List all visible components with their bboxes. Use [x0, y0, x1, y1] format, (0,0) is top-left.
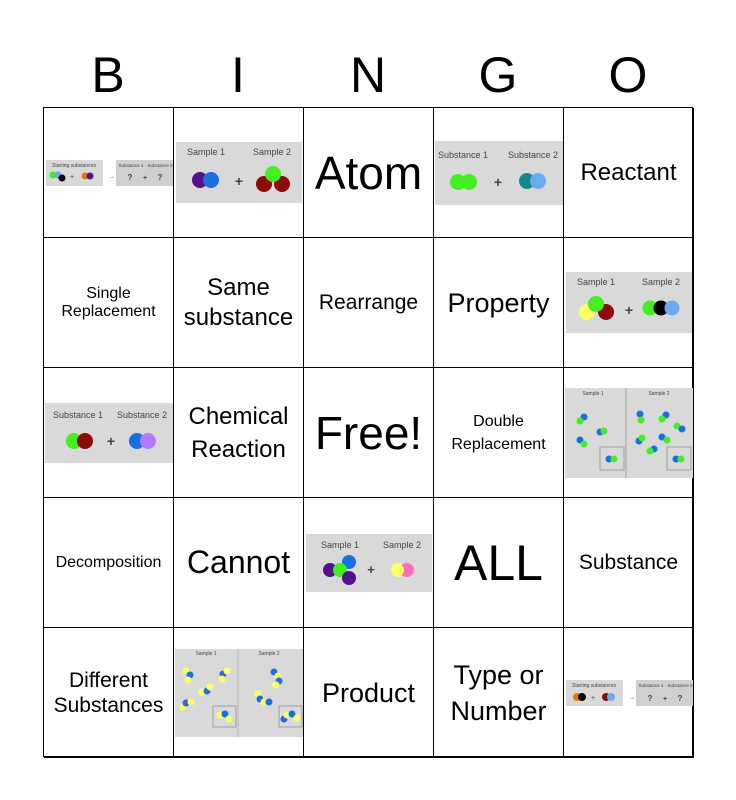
svg-text:?: ? [157, 173, 162, 182]
substance-image: Substance 1 Substance 2 + [434, 140, 563, 205]
header-letter-b: B [91, 47, 125, 103]
svg-text:Substance 1: Substance 1 [638, 683, 664, 688]
svg-text:Sample 1: Sample 1 [186, 147, 224, 157]
reaction-image: Starting substances + → Substance 1 Subs… [45, 159, 173, 186]
bingo-cell-r2c4[interactable]: Property [434, 238, 564, 368]
bingo-cell-r2c1[interactable]: Single Replacement [44, 238, 174, 368]
svg-text:→: → [109, 174, 115, 180]
bingo-cell-r3c4[interactable]: Double Replacement [434, 368, 564, 498]
bingo-cell-r1c4[interactable]: Substance 1 Substance 2 + [434, 108, 564, 238]
svg-text:Substance 1: Substance 1 [437, 150, 487, 160]
svg-text:?: ? [647, 694, 652, 703]
svg-text:Sample 1: Sample 1 [195, 651, 216, 657]
svg-text:Substance 1: Substance 1 [52, 410, 102, 420]
header-letter-g: G [478, 47, 518, 103]
svg-text:Substance 2: Substance 2 [507, 150, 557, 160]
svg-text:+: + [662, 696, 666, 703]
svg-text:+: + [493, 174, 501, 190]
atoms-diagram-image: Sample 1 Sample 2 [564, 387, 693, 478]
bingo-cell-r1c5[interactable]: Reactant [564, 108, 694, 238]
bingo-cell-r4c2[interactable]: Cannot [174, 498, 304, 628]
header-letter-n: N [349, 47, 387, 103]
svg-text:+: + [142, 175, 146, 182]
bingo-cell-r4c4[interactable]: ALL [434, 498, 564, 628]
svg-text:Sample 1: Sample 1 [576, 277, 614, 287]
header-letter-o: O [608, 47, 648, 103]
sample-image: Sample 1 Sample 2 + [305, 533, 432, 592]
bingo-board: Starting substances + → Substance 1 Subs… [43, 107, 694, 758]
sample-image: Sample 1 Sample 2 + [175, 142, 302, 203]
reaction-image: Starting substances + → Substance 1 Subs… [565, 679, 693, 706]
bingo-cell-r3c3[interactable]: Free! [304, 368, 434, 498]
substance-image: Substance 1 Substance 2 + [44, 402, 173, 463]
svg-text:→: → [629, 695, 635, 701]
svg-text:Sample 1: Sample 1 [320, 540, 358, 550]
svg-text:+: + [624, 302, 632, 318]
svg-text:Sample 2: Sample 2 [258, 651, 279, 657]
svg-text:Sample 2: Sample 2 [641, 277, 679, 287]
bingo-cell-r5c5[interactable]: Starting substances + → Substance 1 Subs… [564, 628, 694, 758]
atoms-diagram-image: Sample 1 Sample 2 [174, 648, 303, 737]
svg-text:Sample 1: Sample 1 [582, 391, 603, 397]
bingo-cell-r5c4[interactable]: Type or Number [434, 628, 564, 758]
svg-text:+: + [106, 433, 114, 449]
bingo-cell-r4c3[interactable]: Sample 1 Sample 2 + [304, 498, 434, 628]
bingo-cell-r5c2[interactable]: Sample 1 Sample 2 [174, 628, 304, 758]
bingo-cell-r1c2[interactable]: Sample 1 Sample 2 + [174, 108, 304, 238]
bingo-cell-r3c5[interactable]: Sample 1 Sample 2 [564, 368, 694, 498]
svg-text:+: + [590, 695, 594, 702]
header-letter-i: I [231, 47, 245, 103]
svg-text:Sample 2: Sample 2 [648, 391, 669, 397]
svg-text:+: + [234, 173, 242, 189]
bingo-cell-r1c1[interactable]: Starting substances + → Substance 1 Subs… [44, 108, 174, 238]
bingo-cell-r3c2[interactable]: Chemical Reaction [174, 368, 304, 498]
bingo-cell-r5c3[interactable]: Product [304, 628, 434, 758]
svg-text:Substance 2: Substance 2 [116, 410, 166, 420]
svg-text:Starting substances: Starting substances [572, 683, 616, 689]
svg-text:+: + [367, 562, 375, 577]
svg-text:+: + [69, 174, 73, 181]
bingo-cell-r2c3[interactable]: Rearrange [304, 238, 434, 368]
svg-text:Starting substances: Starting substances [52, 163, 96, 169]
svg-text:Sample 2: Sample 2 [252, 147, 290, 157]
bingo-cell-r2c2[interactable]: Same substance [174, 238, 304, 368]
svg-text:Sample 2: Sample 2 [382, 540, 420, 550]
bingo-cell-r4c1[interactable]: Decomposition [44, 498, 174, 628]
svg-text:Substance 2: Substance 2 [147, 163, 173, 168]
bingo-cell-r2c5[interactable]: Sample 1 Sample 2 + [564, 238, 694, 368]
svg-text:?: ? [677, 694, 682, 703]
svg-text:Substance 2: Substance 2 [667, 683, 693, 688]
sample-image: Sample 1 Sample 2 + [565, 272, 692, 333]
bingo-cell-r5c1[interactable]: Different Substances [44, 628, 174, 758]
bingo-cell-r3c1[interactable]: Substance 1 Substance 2 + [44, 368, 174, 498]
svg-text:?: ? [127, 173, 132, 182]
bingo-cell-r4c5[interactable]: Substance [564, 498, 694, 628]
svg-text:Substance 1: Substance 1 [118, 163, 144, 168]
bingo-cell-r1c3[interactable]: Atom [304, 108, 434, 238]
